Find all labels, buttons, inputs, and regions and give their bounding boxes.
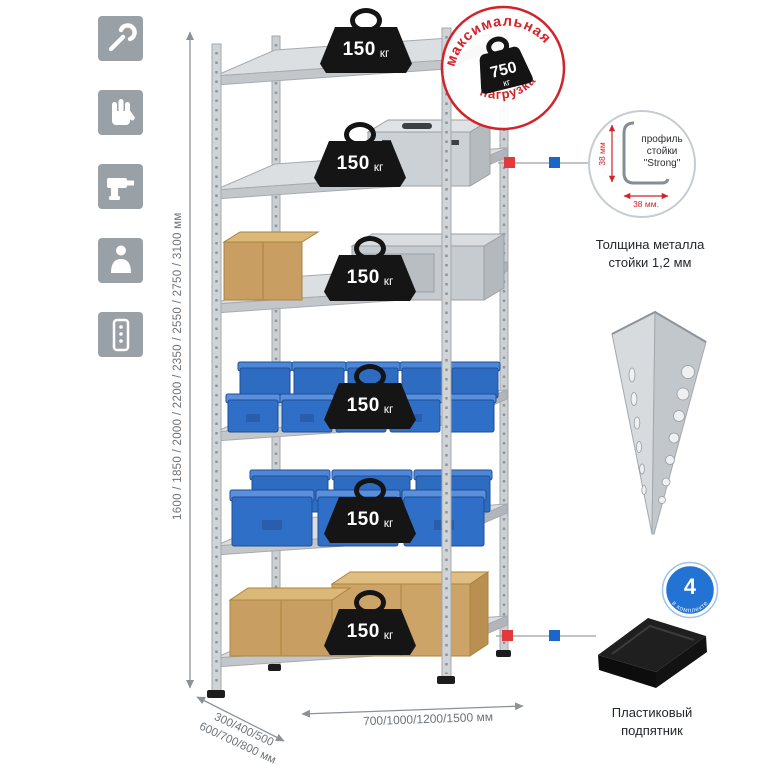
perforated-post-icon bbox=[112, 318, 129, 351]
feature-icon-column bbox=[98, 16, 143, 357]
foot-caption-line2: подпятник bbox=[621, 722, 683, 738]
callout-connectors bbox=[496, 157, 596, 641]
drill-icon bbox=[106, 177, 134, 200]
person-tile bbox=[98, 238, 143, 283]
load-unit: кг bbox=[383, 627, 394, 642]
tool-wrench-tile bbox=[98, 16, 143, 61]
profile-dim-horizontal: 38 мм. bbox=[633, 199, 659, 209]
quantity-badge: 4 в комплекте bbox=[661, 561, 719, 619]
perforated-post-image bbox=[611, 310, 707, 535]
profile-caption-line1: Толщина металла bbox=[595, 237, 705, 252]
load-value: 150 bbox=[346, 267, 380, 288]
gloves-icon bbox=[111, 98, 135, 125]
stamp-value: 750 bbox=[489, 59, 519, 82]
profile-label-2: стойки bbox=[647, 146, 678, 157]
max-load-stamp: максимальная нагрузка 750 кг bbox=[434, 1, 566, 131]
badge-value: 4 bbox=[684, 574, 697, 599]
load-unit: кг bbox=[383, 273, 394, 288]
post-profile-detail: 38 мм 38 мм. профиль стойки "Strong" bbox=[588, 110, 696, 218]
drill-tile bbox=[98, 164, 143, 209]
dimension-lines bbox=[186, 31, 524, 742]
wrench-icon bbox=[108, 22, 137, 51]
post-tile bbox=[98, 312, 143, 357]
stamp-unit: кг bbox=[502, 77, 512, 89]
rack-front-posts bbox=[207, 27, 511, 698]
gloves-tile bbox=[98, 90, 143, 135]
weight-body-icon bbox=[479, 46, 533, 94]
foot-caption: Пластиковый подпятник bbox=[582, 704, 722, 739]
profile-label-3: "Strong" bbox=[644, 158, 681, 169]
profile-caption-line2: стойки 1,2 мм bbox=[608, 254, 692, 270]
load-unit: кг bbox=[373, 159, 384, 174]
foot-caption-line1: Пластиковый bbox=[611, 705, 693, 720]
profile-drawing bbox=[622, 121, 670, 185]
load-unit: кг bbox=[383, 515, 394, 530]
load-value: 150 bbox=[346, 621, 380, 642]
load-value: 150 bbox=[346, 395, 380, 416]
load-value: 150 bbox=[346, 509, 380, 530]
load-unit: кг bbox=[383, 401, 394, 416]
profile-caption: Толщина металла стойки 1,2 мм bbox=[580, 236, 720, 271]
plastic-foot-image bbox=[598, 618, 707, 688]
profile-label-1: профиль bbox=[641, 133, 682, 145]
height-dimension-label: 1600 / 1850 / 2000 / 2200 / 2350 / 2550 … bbox=[172, 212, 184, 520]
profile-dim-vertical: 38 мм bbox=[597, 142, 607, 166]
load-unit: кг bbox=[379, 45, 390, 60]
cardboard-box-small bbox=[222, 231, 320, 301]
load-value: 150 bbox=[336, 153, 370, 174]
person-icon bbox=[110, 245, 131, 273]
load-value: 150 bbox=[342, 39, 376, 60]
